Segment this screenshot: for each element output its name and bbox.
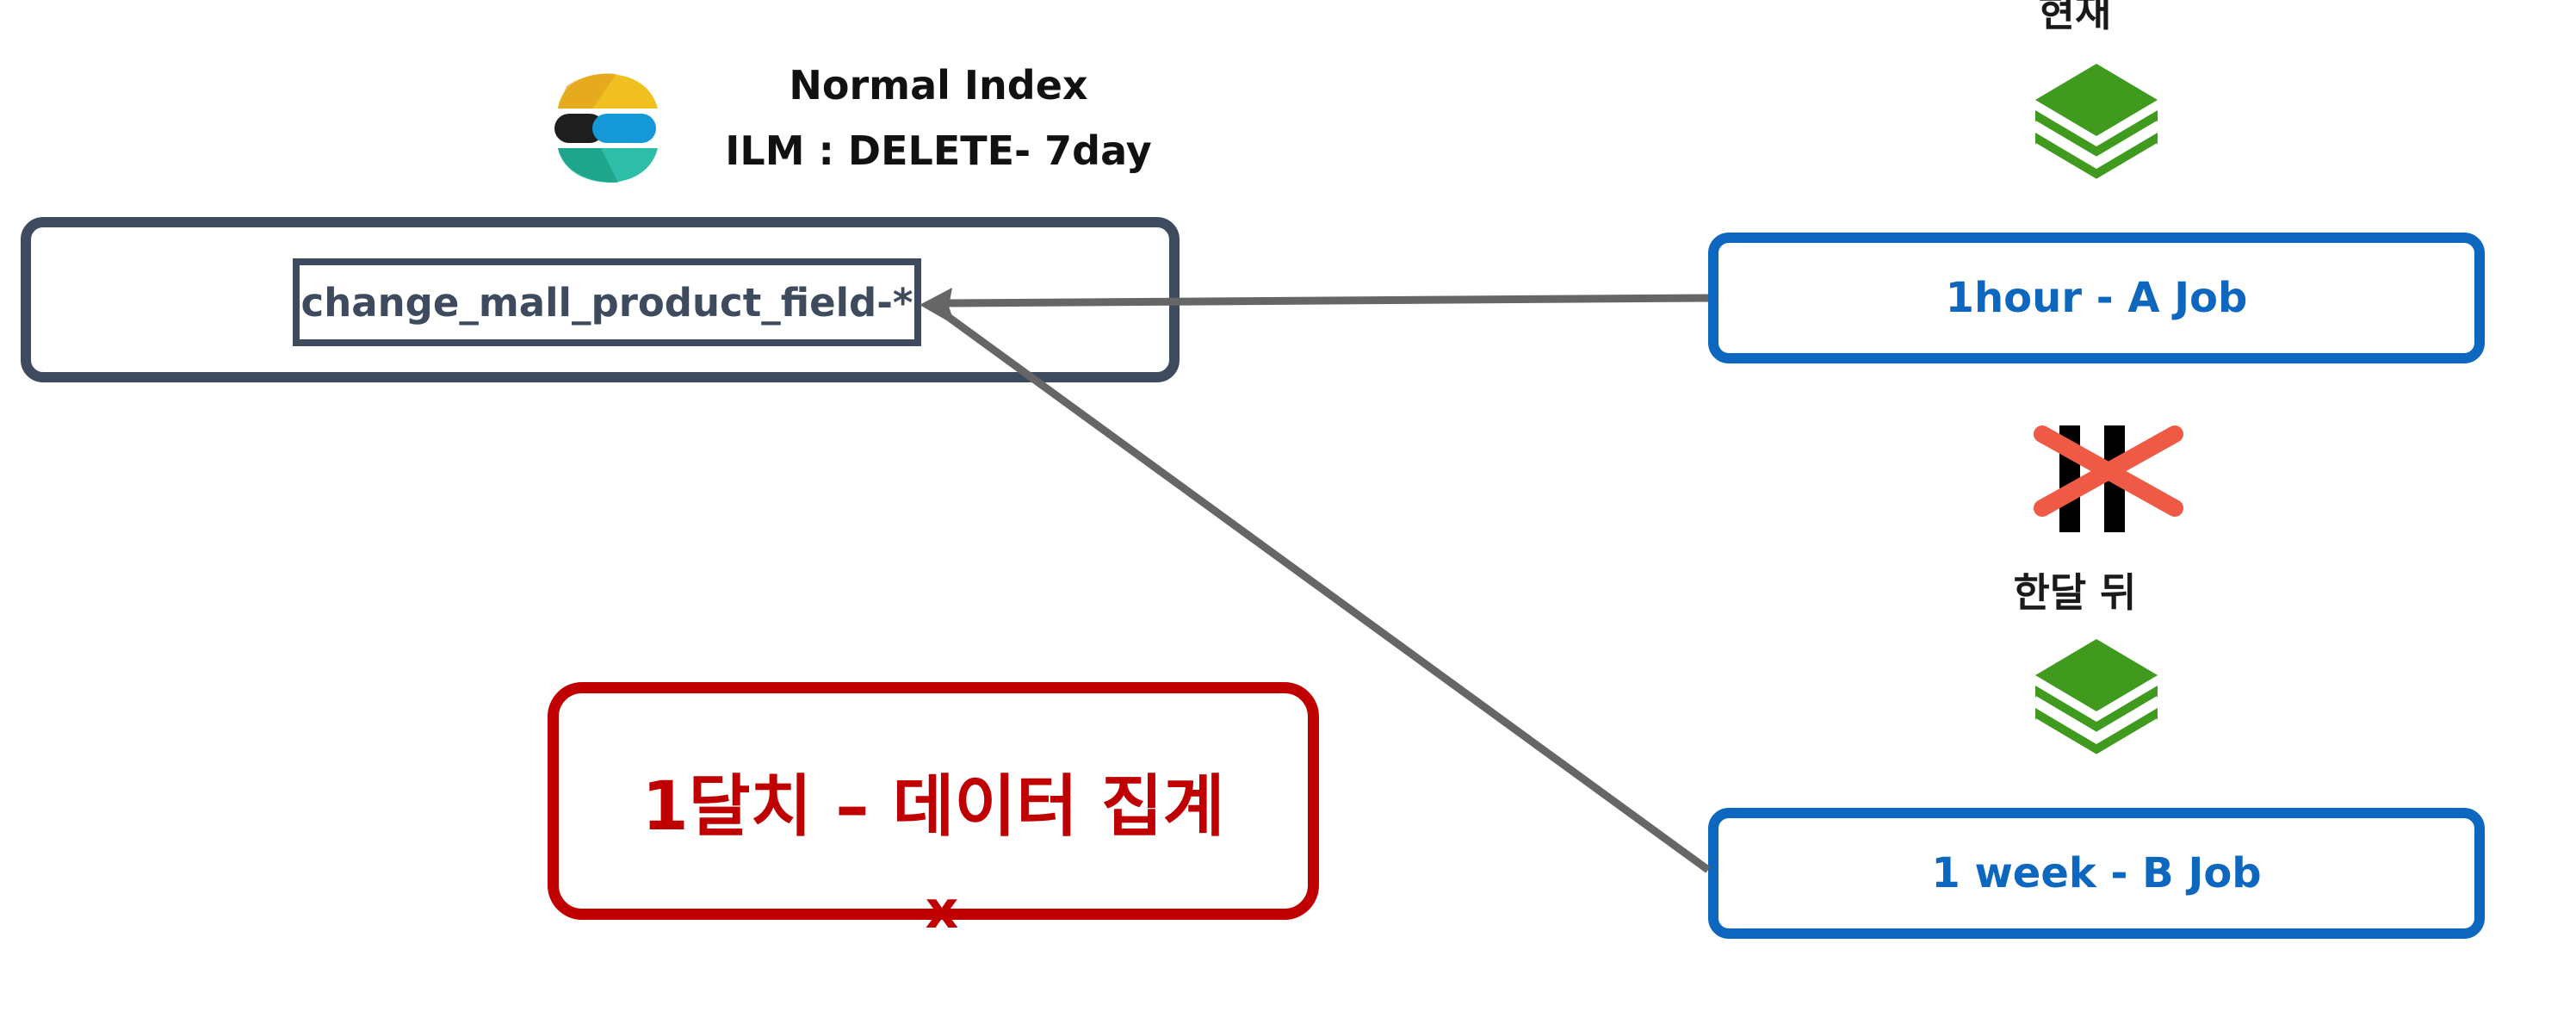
index-heading: Normal Index: [789, 62, 1088, 109]
index-container: [21, 217, 1180, 382]
layers-icon: [2034, 64, 2159, 183]
later-label: 한달 뒤: [2013, 569, 2137, 616]
aggregation-label: 1달치 – 데이터 집계: [641, 768, 1225, 846]
index-pattern-box: change_mall_product_field-*: [293, 258, 921, 346]
not-equal-icon: [2034, 425, 2183, 532]
job-a-box: 1hour - A Job: [1708, 233, 2485, 363]
layers-icon: [2034, 639, 2159, 759]
ilm-policy-label: ILM : DELETE- 7day: [725, 127, 1152, 174]
job-b-box: 1 week - B Job: [1708, 808, 2485, 939]
now-label: 현재: [2038, 0, 2112, 35]
elastic-logo-icon: [554, 73, 658, 183]
index-pattern-label: change_mall_product_field-*: [300, 279, 913, 326]
aggregation-x-mark: x: [925, 880, 959, 940]
job-b-label: 1 week - B Job: [1931, 849, 2262, 897]
job-a-label: 1hour - A Job: [1945, 274, 2248, 322]
